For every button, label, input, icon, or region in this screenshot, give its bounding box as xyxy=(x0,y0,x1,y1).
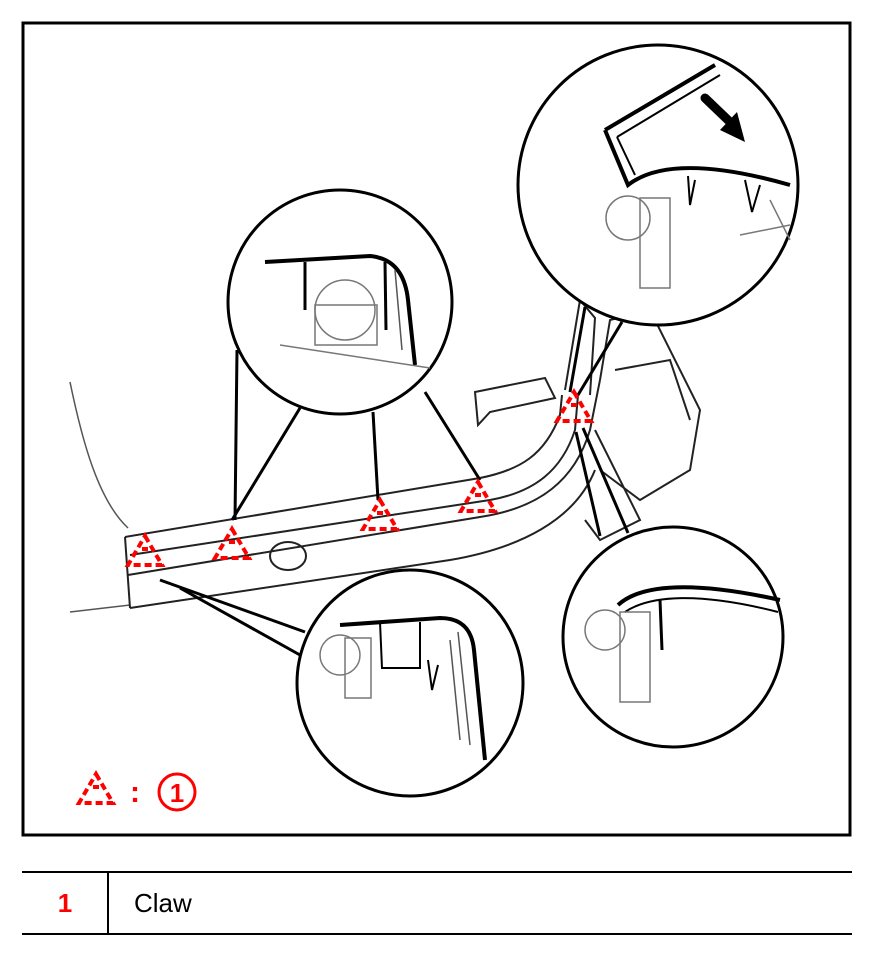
legend-row-label: Claw xyxy=(134,887,192,918)
vehicle-body-outline xyxy=(69,381,131,613)
detail-view-side-claw xyxy=(561,427,785,749)
legend-row-number: 1 xyxy=(57,887,73,918)
legend-key-separator: : xyxy=(130,776,140,809)
push-direction-arrow-icon xyxy=(700,93,745,142)
detail-view-end-claw xyxy=(159,568,525,798)
legend-key: : 1 xyxy=(77,772,197,812)
legend-key-number: 1 xyxy=(170,778,184,808)
trim-panel xyxy=(124,297,702,609)
legend-table: 1 Claw xyxy=(22,872,852,934)
legend-table-lines xyxy=(22,871,852,935)
detail-view-upper-claws xyxy=(226,188,482,521)
legend-key-number-circle xyxy=(157,772,197,812)
